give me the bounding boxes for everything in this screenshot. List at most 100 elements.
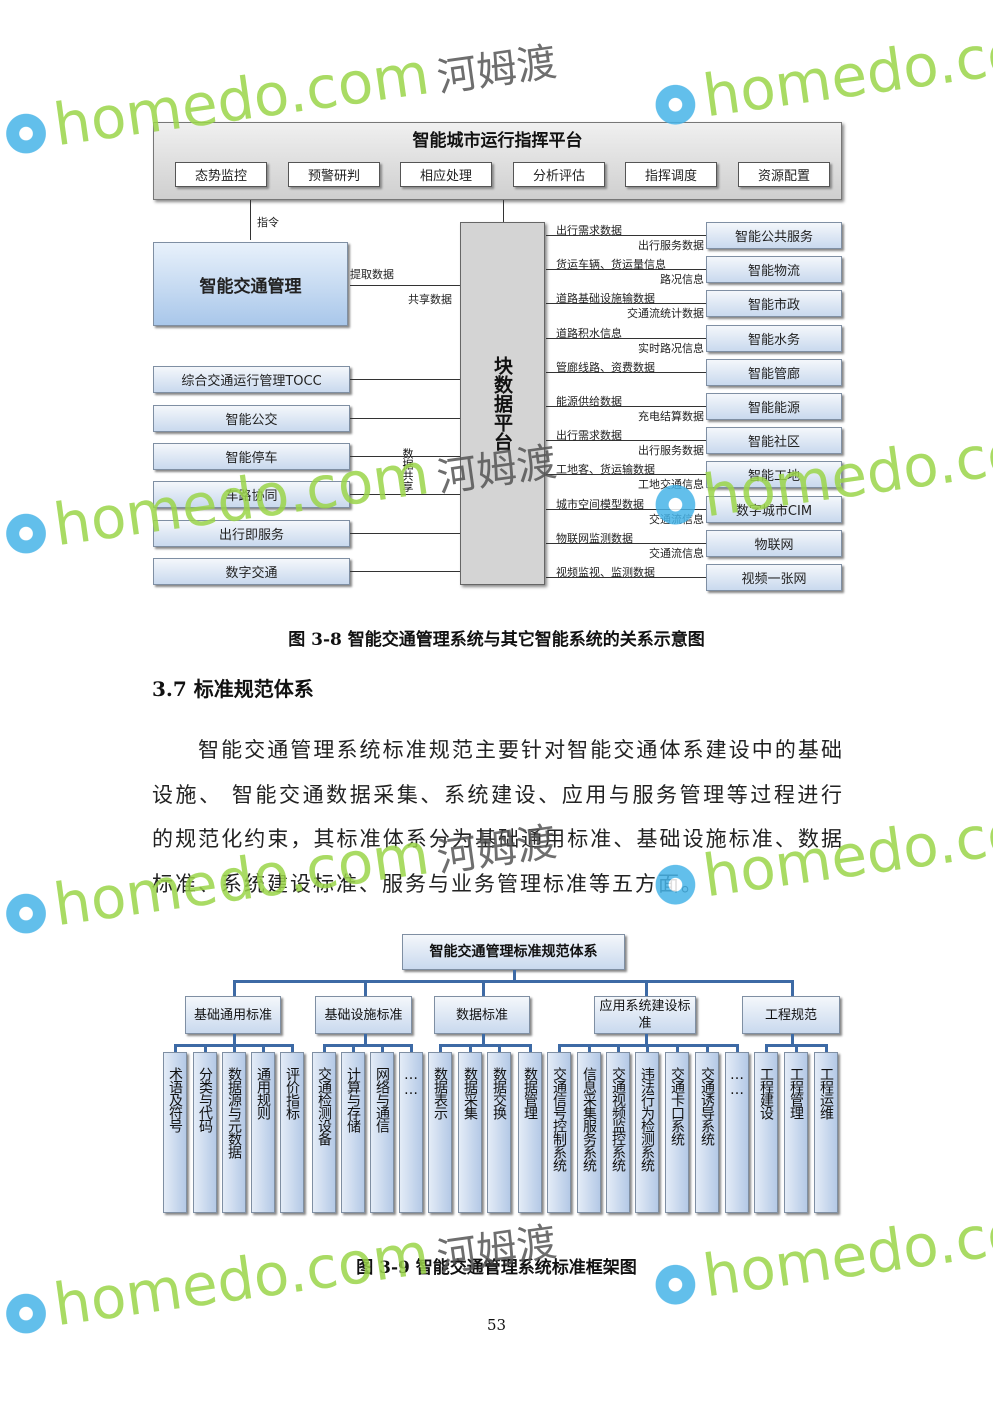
standard-leaf: 交通信号控制系统: [547, 1052, 571, 1213]
link-arrow: [350, 379, 460, 380]
tree-connector: [469, 1044, 472, 1052]
standards-root: 智能交通管理标准规范体系: [402, 934, 625, 970]
subsystem-box: 车路协同: [153, 481, 350, 508]
standard-leaf: 工程建设: [754, 1052, 778, 1213]
extract-label: 提取数据: [350, 268, 394, 281]
link-arrow: [546, 269, 706, 271]
tree-connector: [676, 1044, 679, 1052]
tree-connector: [410, 1044, 413, 1052]
data-flow-label: 道路基础设施输数据: [556, 292, 655, 306]
data-flow-label: 充电结算数据: [638, 410, 704, 423]
share-label: 共享数据: [408, 293, 452, 306]
link-arrow: [546, 508, 706, 510]
flower-logo-icon: [0, 887, 53, 940]
standard-leaf: 术语及符号: [163, 1052, 187, 1213]
data-flow-label: 交通流统计数据: [627, 307, 704, 321]
standard-leaf: ……: [725, 1052, 749, 1213]
tree-connector: [558, 1044, 561, 1052]
tree-connector: [498, 1044, 501, 1052]
standard-leaf: 工程运维: [814, 1052, 838, 1213]
watermark-cn: 河姆渡: [434, 39, 560, 102]
standard-leaf: 交通视频监控系统: [606, 1052, 630, 1213]
external-system-box: 智能社区: [706, 427, 842, 455]
standard-leaf: 数据交换: [487, 1052, 511, 1213]
tree-connector: [233, 980, 791, 983]
tree-connector: [323, 1044, 326, 1052]
figure-caption-3-9: 图 3-9 智能交通管理系统标准框架图: [356, 1258, 637, 1278]
flower-logo-icon: [0, 107, 53, 160]
external-system-box: 物联网: [706, 529, 842, 557]
command-label: 指令: [257, 216, 279, 229]
standard-leaf: 分类与代码: [193, 1052, 217, 1213]
tree-connector: [513, 970, 516, 980]
external-system-box: 智能物流: [706, 256, 842, 284]
platform-item: 相应处理: [400, 162, 492, 187]
standard-leaf: 网络与通信: [370, 1052, 394, 1213]
tree-connector: [765, 1044, 768, 1052]
subsystem-box: 综合交通运行管理TOCC: [153, 366, 350, 393]
tree-connector: [706, 1044, 709, 1052]
tree-connector: [736, 1044, 739, 1052]
standard-leaf: 工程管理: [784, 1052, 808, 1213]
link-arrow: [546, 303, 706, 305]
data-flow-label: 管廊线路、资费数据: [556, 360, 655, 374]
data-flow-label: 视频监视、监测数据: [556, 566, 655, 579]
platform-link: [503, 200, 504, 222]
standard-leaf: 交通检测设备: [312, 1052, 336, 1213]
standard-leaf: 评价指标: [280, 1052, 304, 1213]
link-arrow: [350, 494, 460, 495]
tree-connector: [174, 1044, 291, 1047]
tree-connector: [233, 1044, 236, 1052]
tree-connector: [482, 980, 485, 996]
tree-connector: [646, 1044, 649, 1052]
standard-leaf: 信息采集服务系统: [577, 1052, 601, 1213]
standard-group: 数据标准: [434, 996, 530, 1034]
subsystem-box: 智能停车: [153, 443, 350, 470]
link-arrow: [350, 533, 460, 534]
subsystem-box: 出行即服务: [153, 520, 350, 547]
tree-connector: [262, 1044, 265, 1052]
platform-panel: [153, 122, 842, 200]
standard-leaf: ……: [399, 1052, 423, 1213]
data-flow-label: 城市空间模型数据: [556, 497, 644, 511]
standard-leaf: 交通卡口系统: [665, 1052, 689, 1213]
tree-connector: [482, 1034, 485, 1044]
link-arrow: [350, 571, 460, 572]
platform-item: 预警研判: [288, 162, 380, 187]
data-flow-label: 工地客、货运输数据: [556, 463, 655, 477]
standard-leaf: 通用规则: [251, 1052, 275, 1213]
link-arrow: [546, 542, 706, 544]
tree-connector: [791, 980, 794, 996]
data-flow-label: 实时路况信息: [638, 341, 704, 355]
link-arrow: [350, 456, 460, 457]
tree-connector: [323, 1044, 410, 1047]
data-flow-label: 货运车辆、货运量信息: [556, 258, 666, 272]
data-flow-label: 出行服务数据: [638, 444, 704, 458]
itm-link: [350, 285, 460, 286]
data-share-label: 数据共享: [401, 448, 414, 492]
tree-connector: [795, 1044, 798, 1052]
link-arrow: [546, 440, 706, 442]
external-system-box: 智能管廊: [706, 358, 842, 386]
data-flow-label: 能源供给数据: [556, 395, 622, 408]
standard-leaf: 计算与存储: [341, 1052, 365, 1213]
standard-leaf: 数据采集: [458, 1052, 482, 1213]
subsystem-box: 智能公交: [153, 405, 350, 432]
tree-connector: [363, 1034, 367, 1044]
external-system-box: 智能公共服务: [706, 222, 842, 249]
standard-leaf: 违法行为检测系统: [635, 1052, 659, 1213]
tree-connector: [791, 1034, 794, 1044]
link-arrow: [546, 371, 706, 373]
data-flow-label: 交通流信息: [649, 546, 704, 560]
tree-connector: [363, 980, 367, 996]
tree-connector: [588, 1044, 591, 1052]
link-arrow: [546, 474, 706, 476]
link-arrow: [546, 406, 706, 407]
platform-item: 分析评估: [513, 162, 605, 187]
link-arrow: [546, 235, 706, 236]
link-arrow: [546, 577, 706, 578]
watermark-en: homedo.com: [698, 10, 993, 131]
flower-logo-icon: [0, 507, 53, 560]
tree-connector: [174, 1044, 177, 1052]
